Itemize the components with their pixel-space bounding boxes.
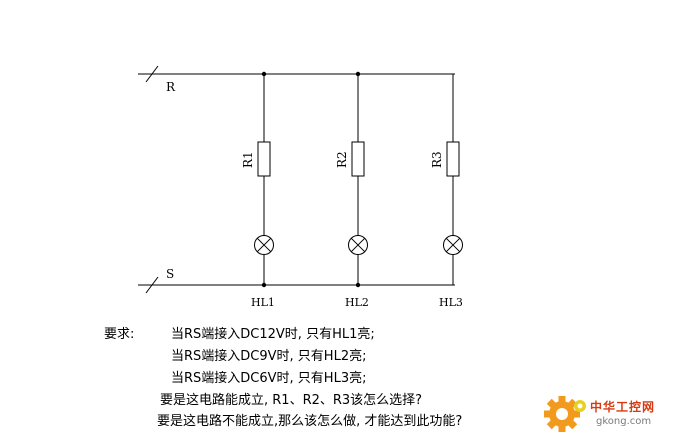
lamp-hl2-label: HL2 <box>345 296 369 309</box>
terminal-r-mark <box>145 65 159 83</box>
requirement-line-1: 当RS端接入DC12V时, 只有HL1亮; <box>171 327 375 342</box>
watermark-name: 中华工控网 <box>590 400 656 414</box>
terminal-r-label: R <box>166 80 176 94</box>
requirement-line-2: 当RS端接入DC9V时, 只有HL2亮; <box>171 349 367 364</box>
lamp-hl1-label: HL1 <box>251 296 275 309</box>
question-line-2: 要是这电路不能成立,那么该怎么做, 才能达到此功能? <box>157 414 463 429</box>
lamp-hl3-label: HL3 <box>439 296 463 309</box>
terminal-s-mark <box>145 276 159 294</box>
terminal-s-label: S <box>166 267 174 281</box>
branch-3: R3 HL3 <box>430 74 463 309</box>
lamp-hl1 <box>254 235 274 255</box>
requirements-label: 要求: <box>104 327 135 342</box>
lamp-hl2 <box>348 235 368 255</box>
branch-1: R1 HL1 <box>241 74 275 309</box>
gear-logo-icon <box>544 396 586 432</box>
watermark: 中华工控网 gkong.com <box>540 392 670 440</box>
question-line-1: 要是这电路能成立, R1、R2、R3该怎么选择? <box>160 393 423 408</box>
resistor-r3-label: R3 <box>430 151 444 168</box>
resistor-r2-label: R2 <box>335 151 349 168</box>
branch-2: R2 HL2 <box>335 74 369 309</box>
watermark-url: gkong.com <box>596 416 652 427</box>
lamp-hl3 <box>443 235 463 255</box>
resistor-r1-label: R1 <box>241 151 255 168</box>
requirement-line-3: 当RS端接入DC6V时, 只有HL3亮; <box>171 371 367 386</box>
